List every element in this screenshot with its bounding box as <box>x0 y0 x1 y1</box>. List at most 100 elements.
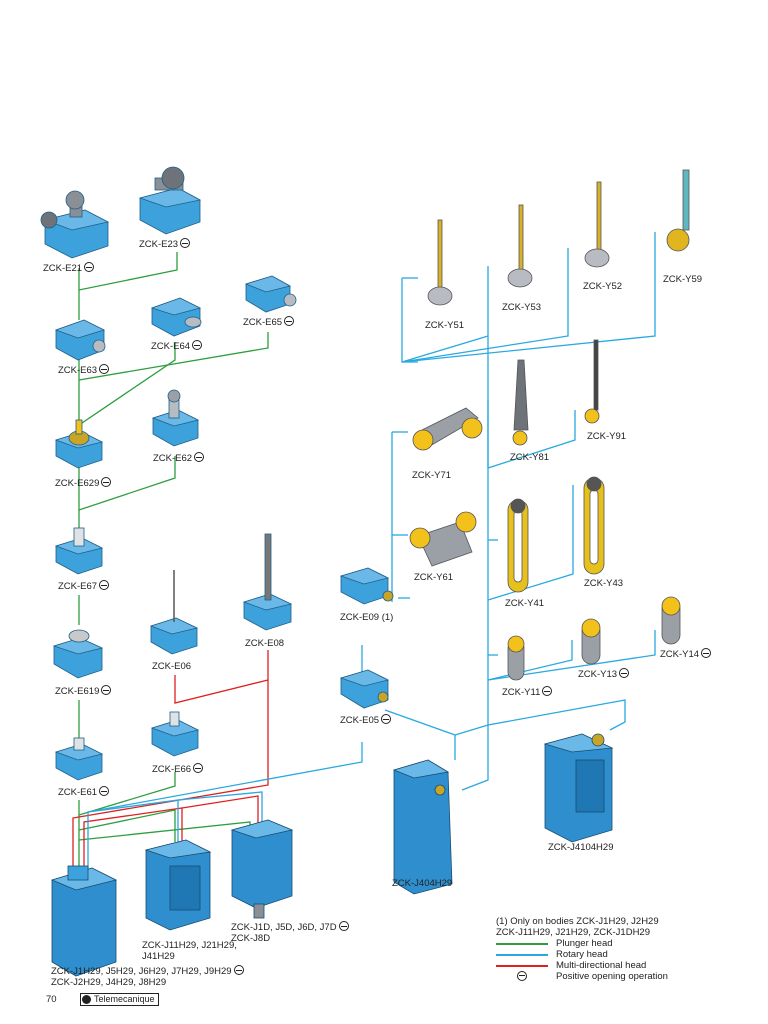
rotary-line <box>461 336 489 791</box>
rod-zck-y81 <box>512 359 529 446</box>
head-zck-e66 <box>150 711 200 757</box>
label-zck-y11: ZCK-Y11 <box>502 686 553 698</box>
head-zck-e64 <box>150 297 202 337</box>
label-zck-y91: ZCK-Y91 <box>587 431 627 442</box>
label-zck-j404h29: ZCK-J404H29 <box>392 878 453 889</box>
brand-logo: Telemecanique <box>80 993 159 1006</box>
body-zck-j404h29 <box>392 759 453 895</box>
label-zck-y81: ZCK-Y81 <box>510 452 550 463</box>
positive-opening-icon <box>701 648 712 658</box>
label-zck-y59: ZCK-Y59 <box>663 274 703 285</box>
plunger-line <box>78 772 176 816</box>
legend-note: ZCK-J11H29, J21H29, ZCK-J1DH29 <box>496 927 650 938</box>
multi-line <box>174 650 269 704</box>
legend-multi: Multi-directional head <box>496 960 668 971</box>
label-zck-e23: ZCK-E23 <box>139 238 191 250</box>
positive-opening-icon <box>338 921 349 931</box>
label-zck-y14: ZCK-Y14 <box>660 648 712 660</box>
label-zck-e21: ZCK-E21 <box>43 262 95 274</box>
lever-zck-y13 <box>581 618 601 665</box>
positive-opening-icon <box>101 685 112 695</box>
multi-line <box>181 795 259 828</box>
lever-zck-y71 <box>412 407 483 451</box>
label-zck-e65: ZCK-E65 <box>243 316 295 328</box>
body-zck-j11h29 <box>144 839 212 931</box>
page-number: 70 <box>46 994 57 1005</box>
lever-zck-y41 <box>507 498 529 593</box>
head-zck-e05 <box>339 669 390 709</box>
positive-opening-icon <box>99 364 110 374</box>
rotary-line <box>87 799 179 842</box>
label-zck-e64: ZCK-E64 <box>151 340 203 352</box>
rod-zck-y51 <box>427 219 453 306</box>
label-zck-y41: ZCK-Y41 <box>505 598 545 609</box>
rotary-line <box>454 724 489 736</box>
body-zck-j1d <box>230 819 294 919</box>
head-zck-e08 <box>242 533 293 631</box>
label-zck-e619: ZCK-E619 <box>55 685 112 697</box>
plunger-line <box>78 252 178 291</box>
positive-opening-icon <box>99 580 110 590</box>
positive-opening-icon <box>233 965 244 975</box>
label-zck-e629: ZCK-E629 <box>55 477 112 489</box>
head-zck-e67 <box>54 527 104 575</box>
lever-zck-y61 <box>409 511 477 567</box>
head-zck-e09 <box>339 567 394 605</box>
rotary-line <box>87 742 363 870</box>
label-zck-e63: ZCK-E63 <box>58 364 110 376</box>
positive-opening-icon <box>381 714 392 724</box>
positive-opening-icon <box>180 238 191 248</box>
plunger-line <box>78 332 269 381</box>
rotary-line <box>401 278 418 363</box>
label-zck-y71: ZCK-Y71 <box>412 470 452 481</box>
brand-mark-icon <box>82 995 91 1004</box>
rotary-line <box>177 791 263 828</box>
rotary-line <box>487 699 626 731</box>
rotary-line <box>384 709 456 760</box>
legend-plunger: Plunger head <box>496 938 668 949</box>
rod-zck-y59 <box>666 169 690 252</box>
label-zck-j11h29: ZCK-J11H29, J21H29,J41H29 <box>142 940 237 962</box>
head-zck-e21 <box>40 190 110 259</box>
label-zck-y13: ZCK-Y13 <box>578 668 630 680</box>
label-zck-y43: ZCK-Y43 <box>584 578 624 589</box>
head-zck-e06 <box>149 570 199 655</box>
positive-opening-icon <box>192 340 203 350</box>
positive-opening-icon <box>542 686 553 696</box>
head-zck-e629 <box>54 419 104 469</box>
positive-opening-icon <box>101 477 112 487</box>
rod-zck-y52 <box>584 181 610 268</box>
rotary-line <box>401 248 569 363</box>
label-zck-e62: ZCK-E62 <box>153 452 205 464</box>
label-zck-e61: ZCK-E61 <box>58 786 110 798</box>
label-zck-e09: ZCK-E09 (1) <box>340 612 394 623</box>
label-zck-y53: ZCK-Y53 <box>502 302 542 313</box>
positive-opening-icon <box>284 316 295 326</box>
label-zck-e05: ZCK-E05 <box>340 714 392 726</box>
plunger-line <box>78 809 176 842</box>
head-zck-e61 <box>54 737 104 781</box>
label-zck-e06: ZCK-E06 <box>152 661 192 672</box>
positive-opening-icon <box>619 668 630 678</box>
plunger-line <box>78 456 176 511</box>
legend-note: (1) Only on bodies ZCK-J1H29, J2H29 <box>496 916 659 927</box>
positive-opening-icon <box>193 763 204 773</box>
multi-line <box>83 807 183 870</box>
label-zck-y52: ZCK-Y52 <box>583 281 623 292</box>
positive-opening-icon <box>99 786 110 796</box>
lever-zck-y43 <box>583 476 605 575</box>
head-zck-e63 <box>54 319 106 361</box>
rotary-line <box>487 485 574 601</box>
label-zck-e66: ZCK-E66 <box>152 763 204 775</box>
lever-zck-y14 <box>661 596 681 645</box>
head-zck-e65 <box>244 275 297 313</box>
legend: (1) Only on bodies ZCK-J1H29, J2H29 ZCK-… <box>496 916 668 982</box>
head-zck-e23 <box>138 166 202 235</box>
body-zck-j1h29 <box>50 865 118 977</box>
label-zck-e08: ZCK-E08 <box>245 638 285 649</box>
positive-opening-icon <box>84 262 95 272</box>
legend-rotary: Rotary head <box>496 949 668 960</box>
